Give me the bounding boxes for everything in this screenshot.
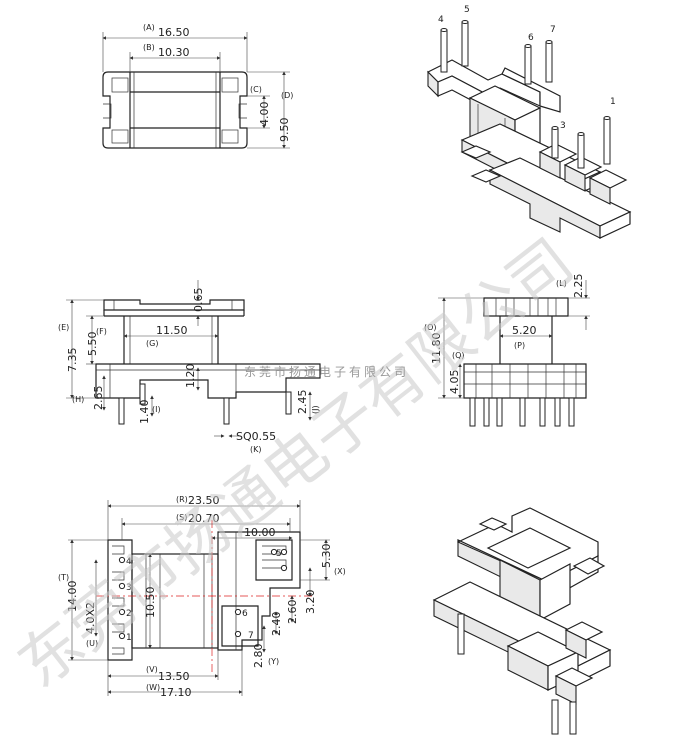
dim-k-letter: (K) xyxy=(250,445,262,454)
dim-bottom-530: 5.30 xyxy=(320,544,333,569)
iso-view-bottom xyxy=(432,507,612,735)
dim-y-letter: (Y) xyxy=(268,657,279,666)
dim-v-letter: (V) xyxy=(146,665,158,674)
dim-f-letter: (F) xyxy=(96,327,107,336)
dim-s-letter: (S) xyxy=(176,513,187,522)
bottom-pin-label: 3 xyxy=(126,583,132,593)
dim-u-value: 4.0X2 xyxy=(84,602,97,634)
dim-v-value: 13.50 xyxy=(158,670,190,683)
dim-d-value: 9.50 xyxy=(278,118,291,143)
dim-f-value: 5.50 xyxy=(86,332,99,357)
iso-pin-label: 1 xyxy=(610,97,616,107)
dim-q-value: 4.05 xyxy=(448,370,461,395)
bottom-pin-label: 7 xyxy=(248,631,254,641)
dim-r-letter: (R) xyxy=(176,495,188,504)
dim-h-letter: (H) xyxy=(72,395,84,404)
dim-b-letter: (B) xyxy=(143,43,155,52)
dim-y-value: 2.80 xyxy=(252,644,265,669)
bottom-pin-label: 4 xyxy=(126,557,132,567)
top-view: (A) 16.50 (B) 10.30 (C) 4.00 (D) 9.50 xyxy=(102,23,293,149)
dim-o-value: 11.80 xyxy=(430,333,443,365)
iso-view-top: 1 3 4 5 6 7 xyxy=(426,5,632,239)
dim-j-letter: (J) xyxy=(311,405,320,414)
dim-r-value: 23.50 xyxy=(188,494,220,507)
bottom-pin-label: 2 xyxy=(126,609,132,619)
dim-c-value: 4.00 xyxy=(258,102,271,127)
dim-e-value: 7.35 xyxy=(66,348,79,373)
dim-s-value: 20.70 xyxy=(188,512,220,525)
dim-i-value: 1.40 xyxy=(138,400,151,425)
dim-a-value: 16.50 xyxy=(158,26,190,39)
dim-x-letter: (X) xyxy=(334,567,346,576)
bottom-pin-label: 1 xyxy=(126,633,132,643)
front-view: 0.65 (E) 7.35 (F) 5.50 11.50 (G) 1.20 (H… xyxy=(58,280,321,454)
dim-q-letter: (Q) xyxy=(452,351,465,360)
dim-w-value: 17.10 xyxy=(160,686,192,699)
iso-pin-label: 7 xyxy=(550,25,556,35)
dim-g-value: 11.50 xyxy=(156,324,188,337)
dim-h-value: 2.65 xyxy=(92,386,105,411)
dim-b-value: 10.30 xyxy=(158,46,190,59)
watermark-small-text: 东莞市扬通电子有限公司 xyxy=(244,364,409,379)
dim-t-value: 14.00 xyxy=(66,581,79,613)
dim-w-letter: (W) xyxy=(146,683,160,692)
dim-bottom-1000: 10.00 xyxy=(244,526,276,539)
dim-p-value: 5.20 xyxy=(512,324,537,337)
bottom-pin-label: 5 xyxy=(276,549,282,559)
iso-pin-label: 4 xyxy=(438,15,444,25)
dim-g-letter: (G) xyxy=(146,339,158,348)
dim-c-letter: (C) xyxy=(250,85,262,94)
iso-pin-label: 5 xyxy=(464,5,470,15)
dim-front-065: 0.65 xyxy=(192,288,205,313)
dim-t-letter: (T) xyxy=(58,573,69,582)
dim-bottom-260: 2.60 xyxy=(286,600,299,625)
iso-pin-label: 6 xyxy=(528,33,534,43)
dim-front-120: 1.20 xyxy=(184,364,197,389)
dim-u-letter: (U) xyxy=(86,639,98,648)
side-view: (L) 2.25 (O) 11.80 5.20 (P) (Q) 4.05 xyxy=(424,274,590,427)
iso-pin-label: 3 xyxy=(560,121,566,131)
dim-bottom-240: 2.40 xyxy=(270,612,283,637)
dim-e-letter: (E) xyxy=(58,323,69,332)
dim-o-letter: (O) xyxy=(424,323,437,332)
dim-l-letter: (L) xyxy=(556,279,567,288)
dim-x-value: 3.20 xyxy=(304,590,317,615)
dim-k-value: SQ0.55 xyxy=(236,430,276,443)
dim-l-value: 2.25 xyxy=(572,274,585,299)
dim-a-letter: (A) xyxy=(143,23,155,32)
dim-p-letter: (P) xyxy=(514,341,525,350)
dim-bottom-1050: 10.50 xyxy=(144,587,157,619)
dim-j-value: 2.45 xyxy=(296,390,309,415)
dim-d-letter: (D) xyxy=(281,91,293,100)
bottom-view: (R) 23.50 (S) 20.70 10.00 (T) 14.00 4.0X… xyxy=(58,494,346,699)
bottom-pin-label: 6 xyxy=(242,609,248,619)
dim-i-letter: (I) xyxy=(152,405,161,414)
